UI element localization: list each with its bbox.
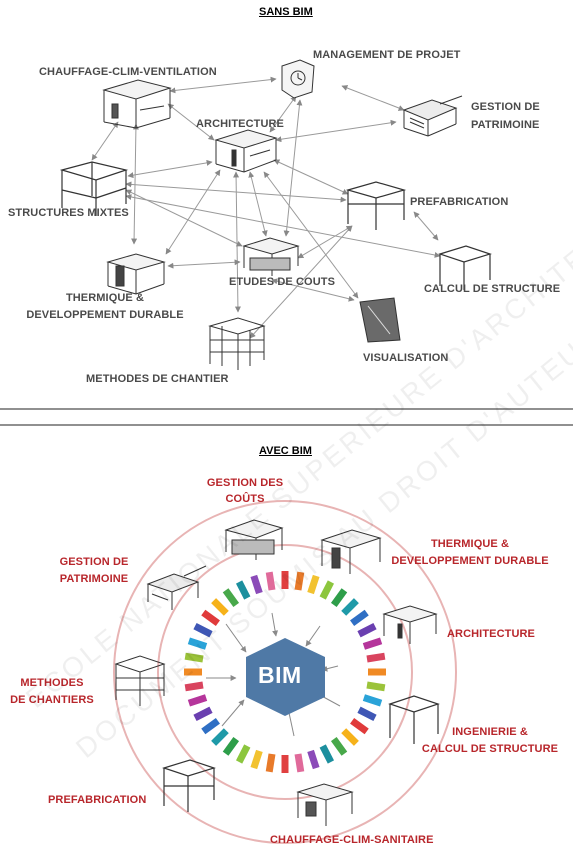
sketch-calcul-frame xyxy=(438,245,492,290)
sans-bim-heading: SANS BIM xyxy=(259,6,313,18)
avec-bim-heading: AVEC BIM xyxy=(259,445,312,457)
label-calcul-de-structure: CALCUL DE STRUCTURE xyxy=(424,283,561,295)
sketch-methodes-scaffold xyxy=(208,317,266,370)
color-bar xyxy=(362,637,383,650)
label-ingenierie-line2: CALCUL DE STRUCTURE xyxy=(421,743,559,755)
sketch-patrimoine-house xyxy=(146,565,207,610)
color-bar xyxy=(366,681,386,692)
label-thermique-line1: THERMIQUE & xyxy=(65,292,145,304)
label-gestion-des-couts-line1: GESTION DES xyxy=(206,477,284,489)
color-bar xyxy=(211,598,229,616)
color-bar xyxy=(350,717,369,735)
label-ingenierie-line1: INGENIERIE & xyxy=(452,726,528,738)
color-bar xyxy=(187,694,208,707)
label-methodes-line1: METHODES xyxy=(20,677,84,689)
color-bar xyxy=(250,749,263,770)
color-bar xyxy=(265,753,276,773)
color-bar xyxy=(357,622,377,638)
label-prefabrication: PREFABRICATION xyxy=(410,196,509,208)
color-bar xyxy=(250,574,263,595)
color-bar xyxy=(265,571,276,591)
label-methodes-line2: DE CHANTIERS xyxy=(10,694,94,706)
label-thermique-line2: DEVELOPPEMENT DURABLE xyxy=(26,309,184,321)
color-bar xyxy=(357,706,377,722)
color-bar xyxy=(294,571,305,591)
bim-hexagon xyxy=(246,638,325,716)
color-bar xyxy=(350,609,369,627)
sketch-prefabrication-frame xyxy=(345,181,407,230)
label-gestion-line1: GESTION DE xyxy=(471,101,540,113)
color-bar xyxy=(307,749,320,770)
label-thermique-line1: THERMIQUE & xyxy=(430,538,510,550)
sketch-architecture-box xyxy=(214,129,278,173)
color-bar xyxy=(319,744,335,764)
label-visualisation: VISUALISATION xyxy=(363,352,449,364)
label-chauffage-clim-sanitaire: CHAUFFAGE-CLIM-SANITAIRE xyxy=(270,834,434,846)
label-architecture-bim: ARCHITECTURE xyxy=(447,628,535,640)
label-etudes-de-couts: ETUDES DE COUTS xyxy=(229,276,336,288)
color-bar xyxy=(222,737,240,756)
color-bar xyxy=(294,753,305,773)
color-bar xyxy=(341,728,359,746)
label-gestion-patrimoine-line1: GESTION DE xyxy=(59,556,129,568)
sketch-etudes-box xyxy=(242,237,300,276)
label-methodes-de-chantier: METHODES DE CHANTIER xyxy=(86,373,229,385)
sketch-ingenierie-frame xyxy=(388,695,440,744)
sketch-thermique2-box xyxy=(320,529,382,574)
outer-circle xyxy=(113,500,457,844)
color-bar xyxy=(366,652,386,663)
color-bar xyxy=(362,694,383,707)
label-structures-mixtes: STRUCTURES MIXTES xyxy=(8,207,129,219)
color-bar xyxy=(235,744,251,764)
label-gestion-line2: PATRIMOINE xyxy=(471,119,540,131)
color-bar xyxy=(235,580,251,600)
sketch-management-clock xyxy=(281,59,315,99)
color-bar xyxy=(201,609,220,627)
color-bar xyxy=(184,652,204,663)
label-chauffage-clim-ventilation: CHAUFFAGE-CLIM-VENTILATION xyxy=(39,66,217,78)
sketch-prefabrication2-frame xyxy=(162,759,216,812)
middle-circle xyxy=(157,544,413,800)
label-management-projet: MANAGEMENT DE PROJET xyxy=(313,49,461,61)
label-architecture: ARCHITECTURE xyxy=(196,118,284,130)
label-prefabrication-bim: PREFABRICATION xyxy=(48,794,147,806)
label-gestion-des-couts-line2: COÛTS xyxy=(225,493,265,505)
sketch-gestion-house xyxy=(402,95,463,137)
color-bar xyxy=(201,717,220,735)
label-gestion-patrimoine-line2: PATRIMOINE xyxy=(59,573,129,585)
sketch-thermique-box xyxy=(106,253,166,295)
color-bar xyxy=(184,681,204,692)
bim-center-label: BIM xyxy=(258,662,302,688)
sketch-architecture2-box xyxy=(382,605,438,644)
color-bar xyxy=(319,580,335,600)
color-bar xyxy=(330,737,348,756)
color-bar xyxy=(211,728,229,746)
label-thermique-line2: DEVELOPPEMENT DURABLE xyxy=(391,555,549,567)
sketch-chauffage-box xyxy=(296,783,354,826)
sketch-methodes2-scaffold xyxy=(114,655,166,706)
color-bar xyxy=(307,574,320,595)
color-bar xyxy=(193,622,213,638)
avec-bim-arrows xyxy=(206,612,341,737)
color-bar xyxy=(222,588,240,607)
sans-bim-arrows xyxy=(91,76,441,339)
color-bar-ring xyxy=(184,571,386,773)
color-bar xyxy=(341,598,359,616)
sketch-visualisation-drawing xyxy=(359,297,401,343)
sketch-structures-frame xyxy=(59,161,129,216)
color-bar xyxy=(330,588,348,607)
color-bar xyxy=(187,637,208,650)
sketch-cvc-box xyxy=(102,79,172,129)
sketch-couts-box xyxy=(224,519,284,560)
color-bar xyxy=(193,706,213,722)
